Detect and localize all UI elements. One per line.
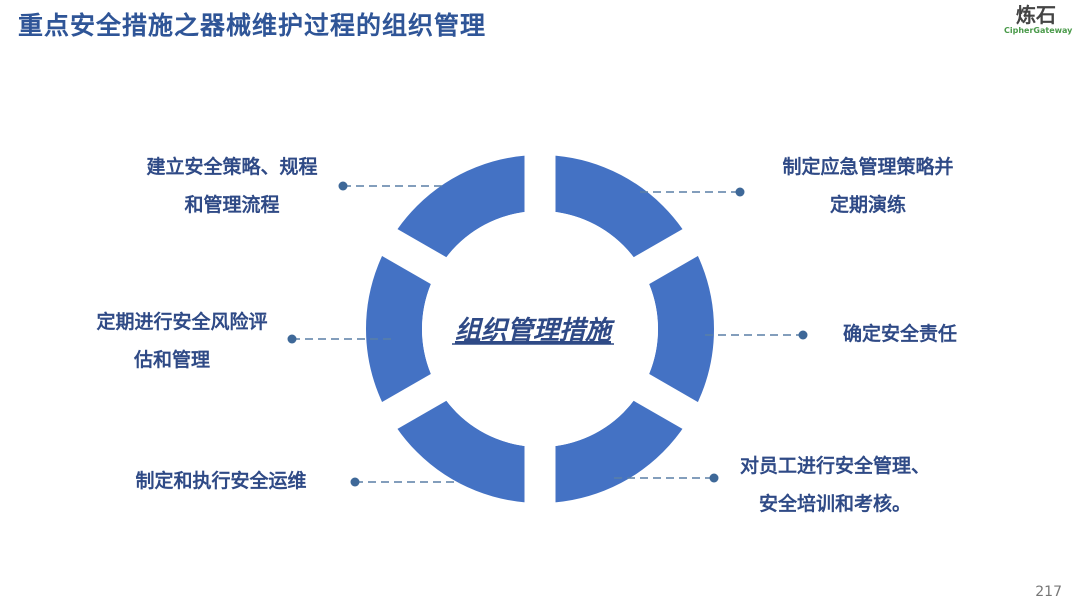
logo-cn: 炼石 [1016,3,1056,27]
item-2: 制定应急管理策略并 定期演练 [782,156,954,216]
dot-6 [709,473,719,483]
logo: 炼石 CipherGateway [1004,3,1073,36]
connectors [292,185,803,483]
item-3: 定期进行安全风险评 估和管理 [96,311,268,371]
dot-4 [798,330,808,340]
slide-title: 重点安全措施之器械维护过程的组织管理 [18,11,487,40]
item-1: 建立安全策略、规程 和管理流程 [146,156,318,216]
item-6: 对员工进行安全管理、 安全培训和考核。 [739,455,930,515]
dot-5 [350,477,360,487]
dot-3 [287,334,297,344]
dot-2 [735,187,745,197]
center-label: 组织管理措施 [455,316,615,346]
page-number: 217 [1035,584,1062,600]
dot-1 [338,181,348,191]
logo-en: CipherGateway [1004,26,1073,35]
item-4: 确定安全责任 [842,323,957,345]
item-5: 制定和执行安全运维 [135,470,307,492]
